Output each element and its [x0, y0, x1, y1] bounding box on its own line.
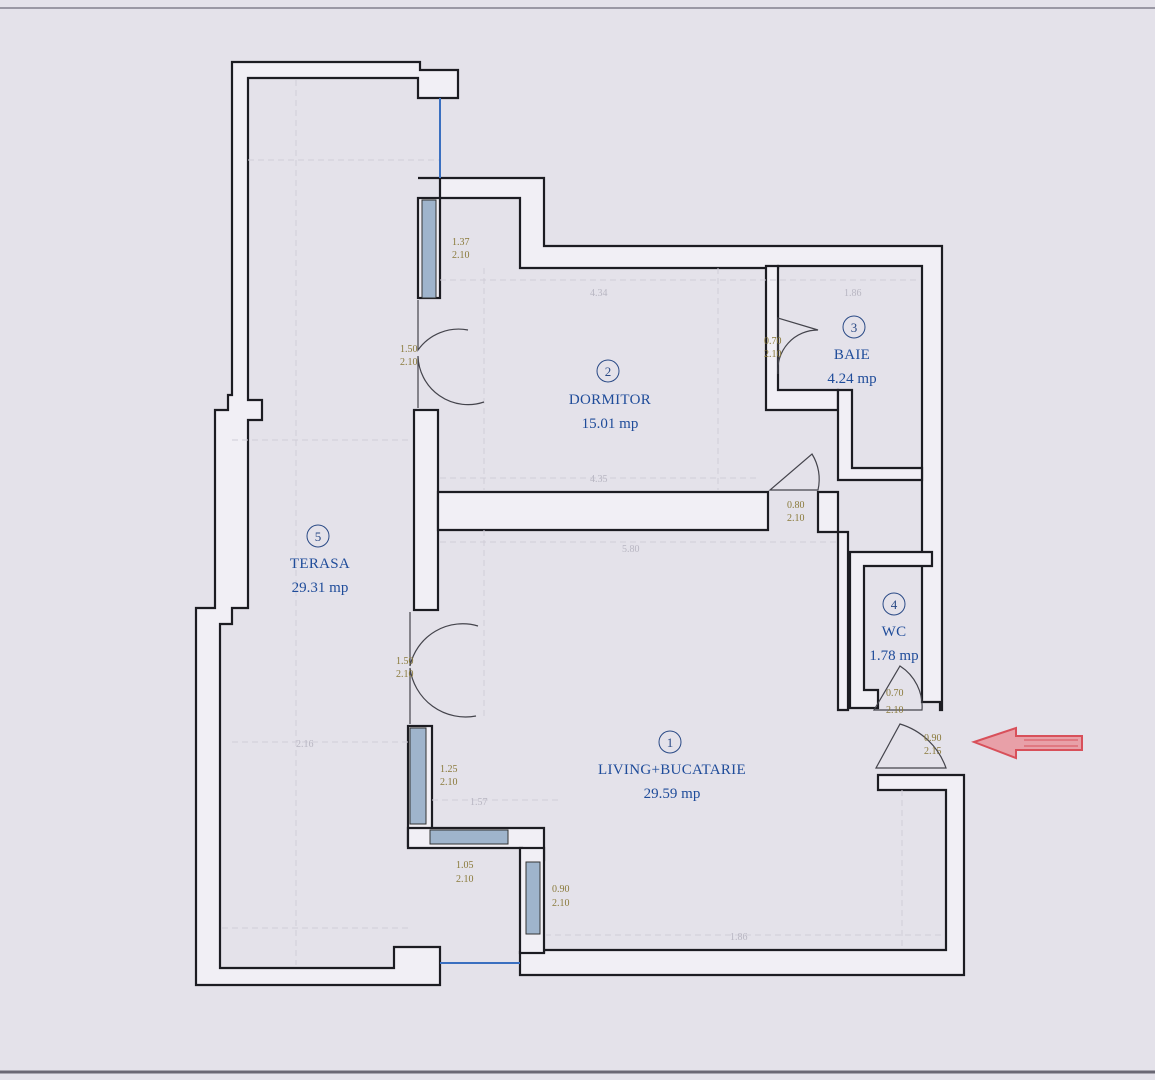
room-name: DORMITOR: [569, 392, 651, 408]
room-number-circle: [658, 730, 682, 754]
dimension-label: 2.16: [296, 739, 314, 750]
opening-width: 0.70: [886, 688, 904, 699]
dimension-label: 5.80: [622, 544, 640, 555]
room-area: 29.59 mp: [644, 786, 701, 802]
opening-height: 2.15: [924, 746, 942, 757]
opening-height: 2.10: [552, 898, 570, 909]
arrow-left-icon: [971, 726, 1083, 760]
terrace-door-upper-a[interactable]: [417, 300, 469, 352]
window: [421, 199, 437, 299]
opening-label: 1.37 2.10: [452, 237, 470, 261]
window: [429, 829, 509, 845]
opening-label: 0.90 2.15: [924, 733, 942, 757]
bedroom-door[interactable]: [768, 453, 820, 491]
room-label-wc: 4 WC 1.78 mp: [869, 592, 919, 664]
terrace-outer-wall: [194, 60, 460, 987]
wc-wall: [848, 550, 934, 710]
terrace-door-upper-b[interactable]: [417, 355, 485, 408]
opening-width: 0.70: [764, 336, 782, 347]
room-number-circle: [596, 359, 620, 383]
room-name: LIVING+BUCATARIE: [598, 762, 746, 778]
dimension-label: 4.34: [590, 288, 608, 299]
terrace-door-lower-a[interactable]: [409, 612, 479, 667]
opening-height: 2.10: [452, 250, 470, 261]
opening-label: 0.90 2.10: [552, 884, 570, 909]
bath-door[interactable]: [777, 317, 819, 375]
room-number-circle: [306, 524, 330, 548]
room-label-baie: 3 BAIE 4.24 mp: [827, 315, 877, 387]
room-area: 1.78 mp: [869, 648, 918, 664]
west-wall-middle: [412, 408, 440, 612]
window: [409, 727, 427, 825]
room-area: 4.24 mp: [827, 371, 876, 387]
opening-height: 2.10: [440, 777, 458, 788]
opening-height: 2.10: [396, 669, 414, 680]
window: [525, 861, 541, 935]
room-number: 4: [891, 597, 898, 612]
dimension-label: 1.57: [470, 797, 488, 808]
room-number: 2: [605, 364, 612, 379]
opening-height: 2.10: [787, 513, 805, 524]
room-number-circle: [842, 315, 866, 339]
room-number: 5: [315, 529, 322, 544]
opening-width: 0.90: [924, 733, 942, 744]
room-label-dormitor: 2 DORMITOR 15.01 mp: [569, 359, 651, 432]
wc-door[interactable]: [872, 665, 923, 711]
opening-width: 1.37: [452, 237, 470, 248]
room-number: 3: [851, 320, 858, 335]
room-label-terasa: 5 TERASA 29.31 mp: [290, 524, 350, 596]
opening-height: 2.10: [886, 705, 904, 716]
opening-width: 1.50: [396, 656, 414, 667]
dimension-label: 1.86: [844, 288, 862, 299]
opening-width: 1.50: [400, 344, 418, 355]
entrance-door[interactable]: [874, 723, 947, 769]
opening-label: 1.25 2.10: [440, 764, 458, 788]
room-name: BAIE: [834, 347, 870, 363]
opening-label: 1.05 2.10: [456, 860, 474, 885]
opening-label: 0.70 2.10: [886, 688, 904, 716]
opening-height: 2.10: [400, 357, 418, 368]
opening-width: 1.25: [440, 764, 458, 775]
opening-label: 1.50 2.10: [400, 344, 418, 368]
opening-label: 0.80 2.10: [787, 500, 805, 524]
room-area: 15.01 mp: [582, 416, 639, 432]
room-number: 1: [667, 735, 674, 750]
room-name: TERASA: [290, 556, 350, 572]
terrace-door-lower-b[interactable]: [409, 667, 477, 724]
opening-height: 2.10: [764, 349, 782, 360]
room-label-living: 1 LIVING+BUCATARIE 29.59 mp: [598, 730, 746, 802]
room-name: WC: [882, 624, 907, 640]
dimension-label: 1.86: [730, 932, 748, 943]
opening-width: 0.80: [787, 500, 805, 511]
opening-label: 1.50 2.10: [396, 656, 414, 680]
apartment-outer-wall: [418, 176, 944, 712]
opening-width: 1.05: [456, 860, 474, 871]
dimension-label: 4.35: [590, 474, 608, 485]
room-area: 29.31 mp: [292, 580, 349, 596]
opening-width: 0.90: [552, 884, 570, 895]
hall-wall: [816, 490, 850, 712]
opening-label: 0.70 2.10: [764, 336, 782, 360]
bath-east-wall: [836, 388, 924, 482]
room-number-circle: [882, 592, 906, 616]
opening-height: 2.10: [456, 874, 474, 885]
bedroom-living-wall: [436, 490, 770, 532]
